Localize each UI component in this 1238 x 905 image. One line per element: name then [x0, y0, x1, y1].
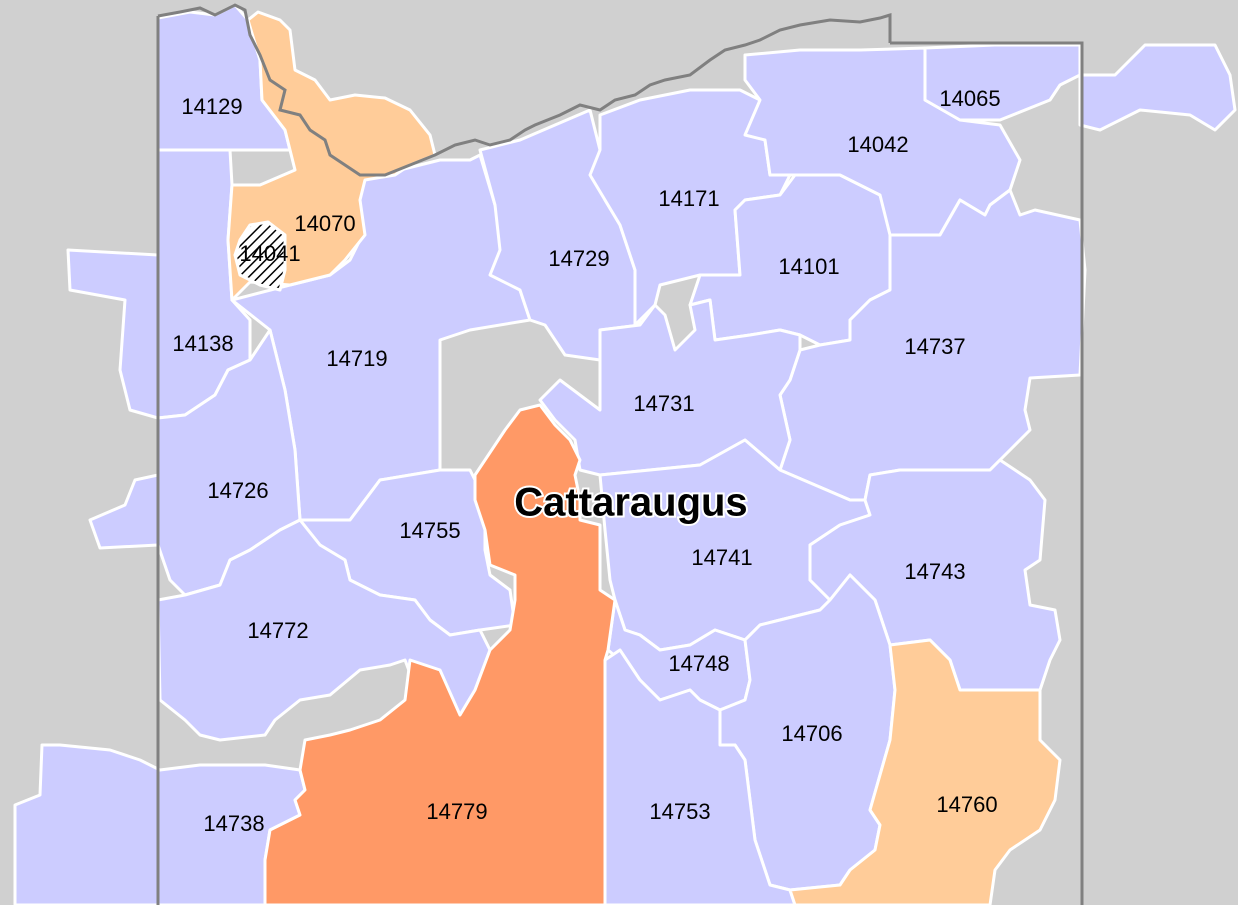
zip-label-14101: 14101 [778, 254, 839, 279]
county-border-east [890, 41, 1084, 905]
zip-label-14743: 14743 [904, 559, 965, 584]
zip-label-14042: 14042 [847, 132, 908, 157]
zip-label-14065: 14065 [939, 86, 1000, 111]
county-border-north-shoreline [157, 3, 892, 177]
zip-label-14729: 14729 [548, 246, 609, 271]
zip-region-14779[interactable] [263, 403, 617, 905]
zip-label-14737: 14737 [904, 334, 965, 359]
zip-label-14753: 14753 [649, 799, 710, 824]
zip-label-14138: 14138 [172, 331, 233, 356]
zip-label-14706: 14706 [781, 721, 842, 746]
zip-label-14719: 14719 [326, 346, 387, 371]
zip-region-14753[interactable] [603, 648, 797, 905]
zip-region-14041[interactable] [233, 220, 287, 292]
zip-label-14779: 14779 [426, 799, 487, 824]
zip-region-14760[interactable] [788, 638, 1062, 905]
zip-label-14041: 14041 [239, 241, 300, 266]
zip-label-14738: 14738 [203, 811, 264, 836]
zip-region-14065[interactable] [923, 43, 1237, 132]
zip-label-14070: 14070 [294, 211, 355, 236]
zip-label-14741: 14741 [691, 545, 752, 570]
zip-region-14731[interactable] [538, 298, 802, 477]
zip-label-14171: 14171 [658, 186, 719, 211]
zip-region-14743[interactable] [808, 458, 1062, 692]
zip-label-14129: 14129 [181, 94, 242, 119]
zip-label-14772: 14772 [247, 618, 308, 643]
county-label: Cattaraugus [514, 481, 747, 525]
zip-label-14726: 14726 [207, 478, 268, 503]
zip-label-14748: 14748 [668, 651, 729, 676]
zip-label-14731: 14731 [633, 391, 694, 416]
zip-label-14755: 14755 [399, 518, 460, 543]
zip-label-14760: 14760 [936, 792, 997, 817]
